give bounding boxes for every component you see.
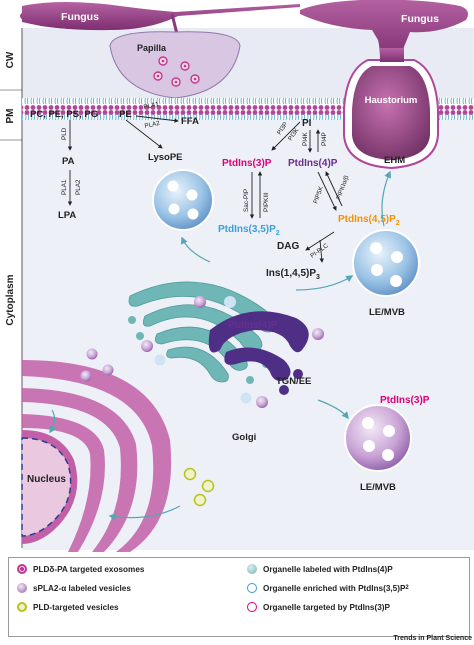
pi4k-label: PI4K <box>302 132 309 146</box>
pld-vesicles <box>183 467 215 507</box>
pm-label: PM <box>5 109 16 124</box>
ptdins35p2-organelle <box>152 169 214 231</box>
membrane-lipids-text: PC, PE, PS, PG <box>30 109 98 120</box>
endoplasmic-reticulum <box>22 360 172 552</box>
legend: PLDδ-PA targeted exosomes sPLA2-α labele… <box>8 557 470 637</box>
cytoplasm-label: Cytoplasm <box>5 274 16 325</box>
legend-item-pld-exosomes: PLDδ-PA targeted exosomes <box>17 564 144 574</box>
haustorium <box>352 66 430 160</box>
ptdins45p2-text: PtdIns(4,5)P2 <box>338 214 400 227</box>
le-mvb-organelle-2 <box>344 404 412 472</box>
pld-label: PLD <box>61 127 68 140</box>
fungus-left <box>20 3 140 29</box>
ptdins4p-text: PtdIns(4)P <box>288 158 338 169</box>
golgi-vesicles <box>141 296 324 408</box>
pla2-label: PLA2 <box>75 179 82 195</box>
nucleus <box>21 430 78 544</box>
trafficking-arrows <box>49 170 392 521</box>
ins145p3-text: Ins(1,4,5)P3 <box>266 268 320 281</box>
purple-vesicle-icon <box>17 583 27 593</box>
ptdins3p-text: PtdIns(3)P <box>222 158 272 169</box>
ptdins35p2-text: PtdIns(3,5)P2 <box>218 224 280 237</box>
ffa-text: FFA <box>181 116 199 127</box>
fungus-right-label: Fungus <box>401 13 439 25</box>
pi-text: PI <box>302 118 312 129</box>
golgi-label: Golgi <box>232 432 256 443</box>
pink-ring-icon <box>247 602 257 612</box>
cw-label: CW <box>5 51 16 68</box>
tgn-ee <box>208 311 309 395</box>
tgn-ee-label: TGN/EE <box>276 376 311 387</box>
fungus-left-label: Fungus <box>61 11 99 23</box>
journal-footer: Trends in Plant Science <box>393 635 472 642</box>
papilla-exosomes <box>153 56 200 87</box>
nucleus-label: Nucleus <box>27 474 66 485</box>
legend-item-spla2-vesicles: sPLA2-α labeled vesicles <box>17 583 131 593</box>
pa-text: PA <box>62 156 75 167</box>
legend-item-ptdins4p: Organelle labeled with PtdIns(4)P <box>247 564 393 574</box>
lpa-text: LPA <box>58 210 76 221</box>
papilla <box>109 31 241 99</box>
yellow-vesicle-icon <box>17 602 27 612</box>
sacpip-label: Sac-PIP <box>243 189 250 212</box>
fungus-right <box>300 0 468 60</box>
pla2-top-label: PLA2 <box>144 120 161 130</box>
teal-organelle-icon <box>247 564 257 574</box>
ptdins4p-golgi-text: PtdIns(4)P <box>228 320 278 331</box>
ehm-label: EHM <box>384 155 405 166</box>
ptdins3p-lower-text: PtdIns(3)P <box>380 395 430 406</box>
blue-ring-icon <box>247 583 257 593</box>
pipkiii-label: PIPKIII <box>263 192 270 212</box>
pla1-top-label: PLA1 <box>143 101 160 111</box>
papilla-label: Papilla <box>137 43 167 53</box>
lysope-text: LysoPE <box>148 152 183 163</box>
pe-text: PE <box>119 109 132 120</box>
le-mvb-organelle-1 <box>352 229 420 297</box>
legend-item-pld-vesicles: PLD-targeted vesicles <box>17 602 119 612</box>
le-mvb-label-1: LE/MVB <box>369 307 405 318</box>
haustorium-label: Haustorium <box>365 95 418 106</box>
dag-text: DAG <box>277 241 299 252</box>
le-mvb-label-2: LE/MVB <box>360 482 396 493</box>
exosome-icon <box>17 564 27 574</box>
pla1-label: PLA1 <box>61 179 68 195</box>
legend-item-ptdins3p: Organelle targeted by PtdIns(3)P <box>247 602 390 612</box>
spla2-vesicles <box>80 348 114 382</box>
pi4p-label: PI4P <box>321 132 328 146</box>
